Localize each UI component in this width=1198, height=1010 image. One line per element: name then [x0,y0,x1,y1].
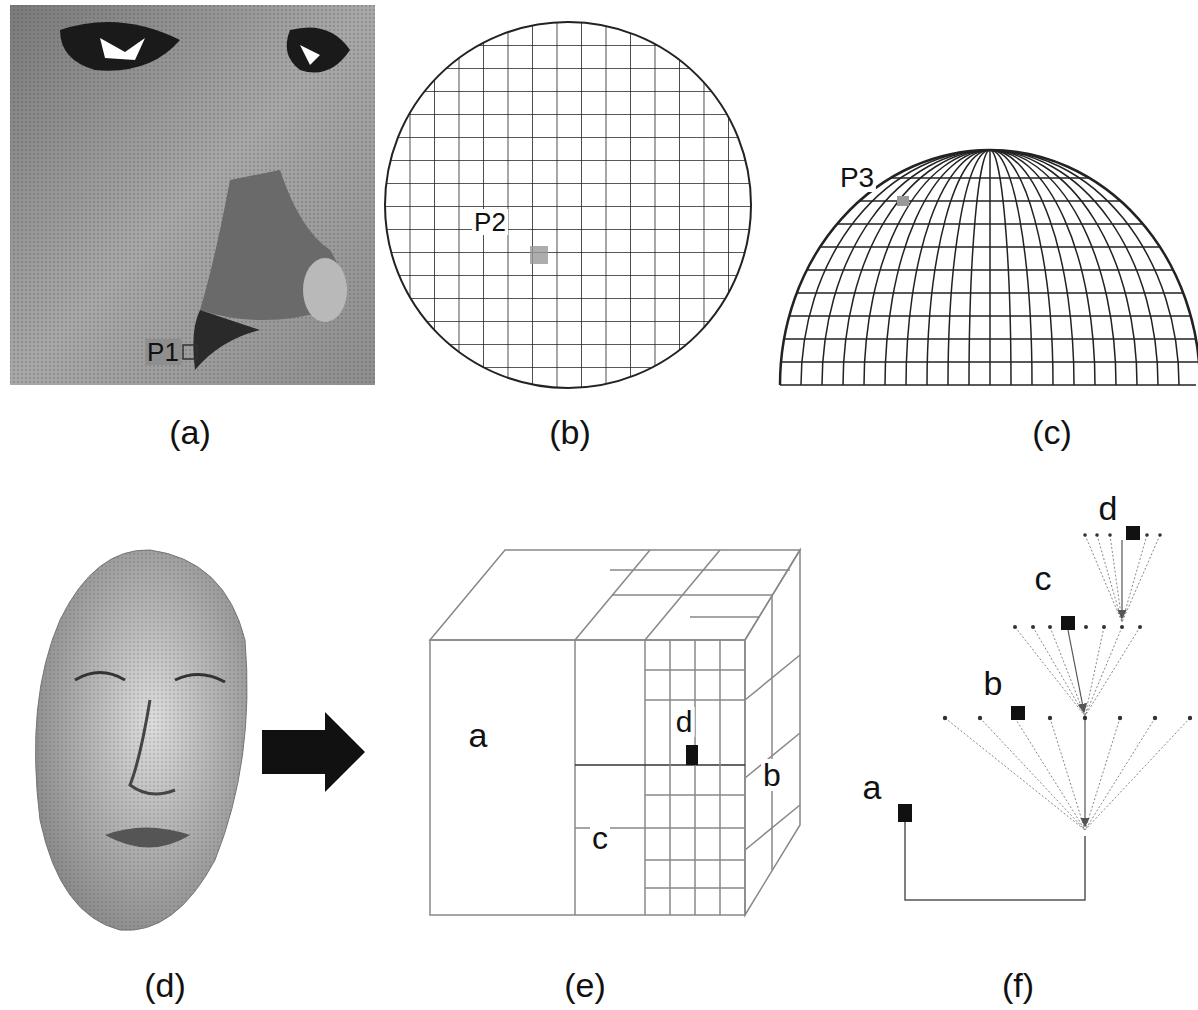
panel-label: (a) [167,415,213,449]
panel-label: (b) [547,415,593,449]
panel-label: (e) [562,968,608,1002]
point-label: P1 [145,339,181,365]
point-label: P3 [838,164,876,192]
octree-cube [430,550,800,915]
block-arrow [262,712,365,792]
panel-label: (d) [142,968,188,1002]
voxel-marker [686,745,698,765]
panel-label: (f) [1000,968,1036,1002]
level-label: a [861,770,884,804]
point-label: P2 [472,209,508,235]
region-label: c [590,822,610,854]
face-mesh [36,550,248,930]
level-label: d [1097,491,1120,525]
level-label: c [1033,561,1054,595]
face-closeup [10,5,375,385]
region-label: b [761,759,783,791]
gridded-disc [380,18,760,398]
region-label: d [674,707,695,737]
level-label: b [982,666,1005,700]
panel-label: (c) [1030,415,1074,449]
octree-tree [898,526,1192,900]
region-label: a [467,718,490,752]
hemisphere-mesh [770,150,1198,385]
